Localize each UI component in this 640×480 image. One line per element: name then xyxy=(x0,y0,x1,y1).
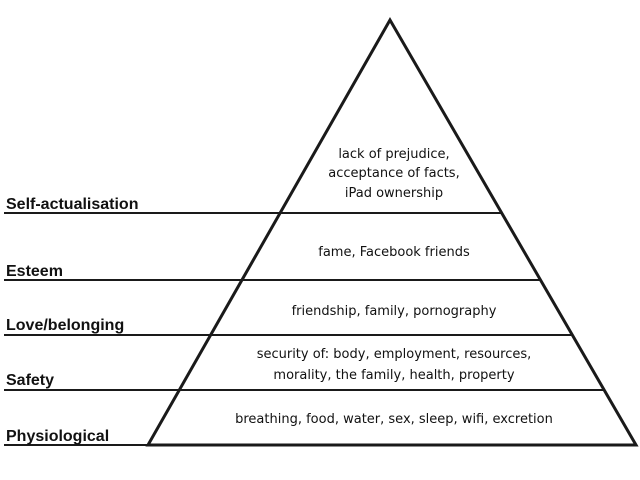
level-content-esteem: fame, Facebook friends xyxy=(318,245,470,260)
level-content-love-belonging: friendship, family, pornography xyxy=(292,304,497,319)
level-content-physiological: breathing, food, water, sex, sleep, wifi… xyxy=(235,412,553,427)
level-content-self-actualisation-line-3: iPad ownership xyxy=(345,186,443,201)
level-label-esteem: Esteem xyxy=(6,263,63,280)
level-label-safety: Safety xyxy=(6,372,54,389)
pyramid-outline xyxy=(145,16,639,447)
level-label-physiological: Physiological xyxy=(6,428,109,445)
level-content-self-actualisation-line-1: lack of prejudice, xyxy=(338,147,449,162)
level-label-love-belonging: Love/belonging xyxy=(6,317,124,334)
level-content-safety-line-1: security of: body, employment, resources… xyxy=(257,347,532,362)
level-content-safety-line-2: morality, the family, health, property xyxy=(273,368,514,383)
level-label-self-actualisation: Self-actualisation xyxy=(6,196,138,213)
level-content-self-actualisation-line-2: acceptance of facts, xyxy=(328,166,459,181)
